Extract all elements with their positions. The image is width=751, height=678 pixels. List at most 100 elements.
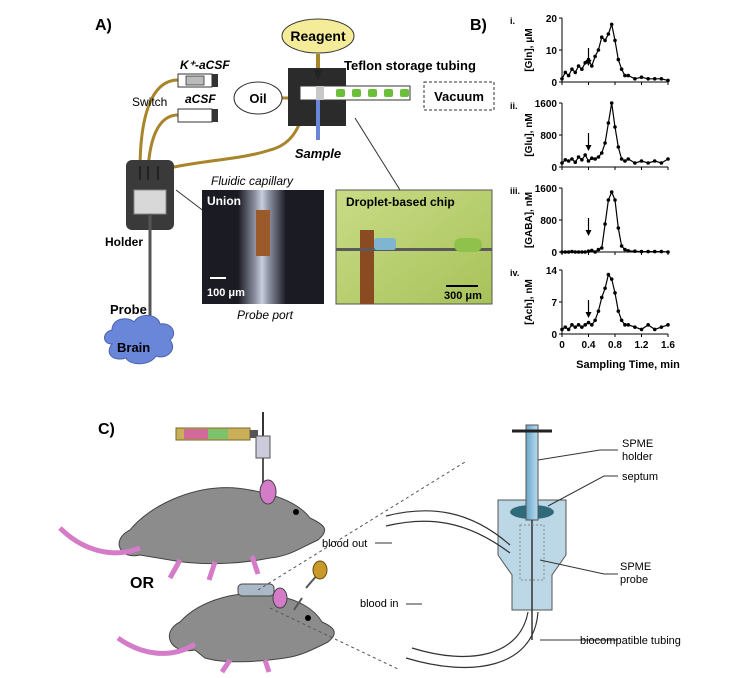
data-point — [659, 77, 664, 81]
data-point — [570, 157, 574, 161]
data-point — [573, 250, 578, 254]
data-point — [576, 323, 581, 327]
data-point — [606, 32, 611, 36]
reagent-bubble — [281, 18, 355, 54]
data-point — [659, 249, 664, 254]
data-point — [609, 22, 614, 27]
data-point — [563, 158, 568, 162]
data-point — [573, 70, 578, 75]
data-point — [606, 198, 611, 202]
droplet-chip-label: Droplet-based chip — [346, 195, 455, 209]
data-point — [566, 73, 571, 78]
data-point — [606, 121, 611, 125]
data-point — [619, 318, 624, 323]
blood-tubing — [385, 510, 539, 669]
data-point — [609, 101, 614, 105]
acsf-syringe-icon — [177, 108, 218, 123]
y-tick-label: 800 — [540, 216, 557, 227]
data-point — [613, 38, 617, 43]
data-point — [583, 153, 587, 157]
y-tick-label: 800 — [540, 131, 557, 142]
chip-block — [288, 68, 411, 140]
data-point — [593, 157, 597, 161]
x-tick-label: 1.6 — [661, 340, 675, 351]
data-point — [659, 325, 664, 329]
data-point — [599, 35, 604, 39]
data-point — [646, 161, 650, 165]
data-point — [639, 249, 644, 254]
data-point — [666, 250, 670, 254]
data-point — [586, 249, 591, 253]
stimulus-arrow-head — [585, 60, 592, 66]
data-point — [633, 77, 637, 81]
x-tick-label: 0 — [559, 340, 565, 351]
data-point — [652, 249, 657, 254]
brain-icon — [104, 315, 175, 365]
union-connector — [175, 189, 206, 213]
switch-label: Switch — [132, 95, 167, 109]
data-point — [570, 67, 574, 71]
data-point — [613, 125, 617, 129]
data-point — [586, 159, 591, 163]
x-tick-label: 0.8 — [608, 340, 622, 351]
data-point — [603, 286, 607, 291]
y-tick-label: 7 — [551, 298, 557, 309]
chip-connector — [354, 117, 401, 191]
data-point — [616, 145, 621, 149]
data-point — [596, 309, 601, 313]
x-tick-label: 0.4 — [582, 340, 596, 351]
stimulus-arrow-head — [585, 312, 592, 318]
data-point — [609, 190, 614, 194]
data-point — [596, 155, 601, 159]
data-point — [566, 159, 571, 163]
series-line — [561, 102, 669, 164]
stimulus-arrow-head — [585, 230, 592, 236]
spme-probe-label-1: SPME — [620, 561, 651, 573]
data-point — [666, 323, 670, 327]
data-point — [626, 73, 631, 78]
data-point — [623, 73, 627, 78]
data-point — [580, 325, 584, 329]
data-point — [566, 327, 571, 332]
rat-icon-top — [58, 479, 326, 581]
union-scale-label: 100 μm — [207, 287, 245, 299]
data-point — [593, 250, 597, 254]
blood-out-label: blood out — [322, 538, 367, 550]
panel-c-label: C) — [98, 421, 115, 438]
data-point — [590, 248, 594, 253]
data-point — [616, 57, 621, 62]
callout-lines — [375, 449, 618, 641]
data-point — [619, 157, 624, 161]
data-point — [619, 67, 624, 71]
data-point — [623, 247, 627, 252]
subplot-label: ii. — [510, 101, 518, 111]
spme-probe-label-2: probe — [620, 574, 648, 586]
data-point — [633, 161, 637, 165]
data-point — [646, 249, 650, 254]
data-point — [666, 78, 670, 83]
data-point — [560, 161, 564, 165]
data-point — [590, 156, 594, 160]
y-tick-label: 0 — [551, 78, 557, 89]
data-point — [576, 250, 581, 254]
data-point — [583, 250, 587, 254]
holder-label: Holder — [105, 235, 143, 249]
spme-device — [497, 424, 567, 640]
y-tick-label: 0 — [551, 248, 557, 259]
data-point — [576, 64, 581, 68]
spme-device-small-icon — [293, 560, 328, 611]
blood-in-label: blood in — [360, 598, 399, 610]
subplot-label: i. — [510, 16, 515, 26]
series-line — [561, 273, 669, 331]
subplot-label: iii. — [510, 186, 520, 196]
data-point — [570, 249, 574, 254]
fluidic-capillary-label: Fluidic capillary — [211, 174, 294, 188]
oil-bubble — [233, 81, 283, 115]
data-point — [633, 325, 637, 329]
data-point — [609, 277, 614, 281]
x-tick-label: 1.2 — [635, 340, 649, 351]
data-point — [563, 70, 568, 75]
data-point — [603, 222, 607, 226]
data-point — [616, 309, 621, 313]
